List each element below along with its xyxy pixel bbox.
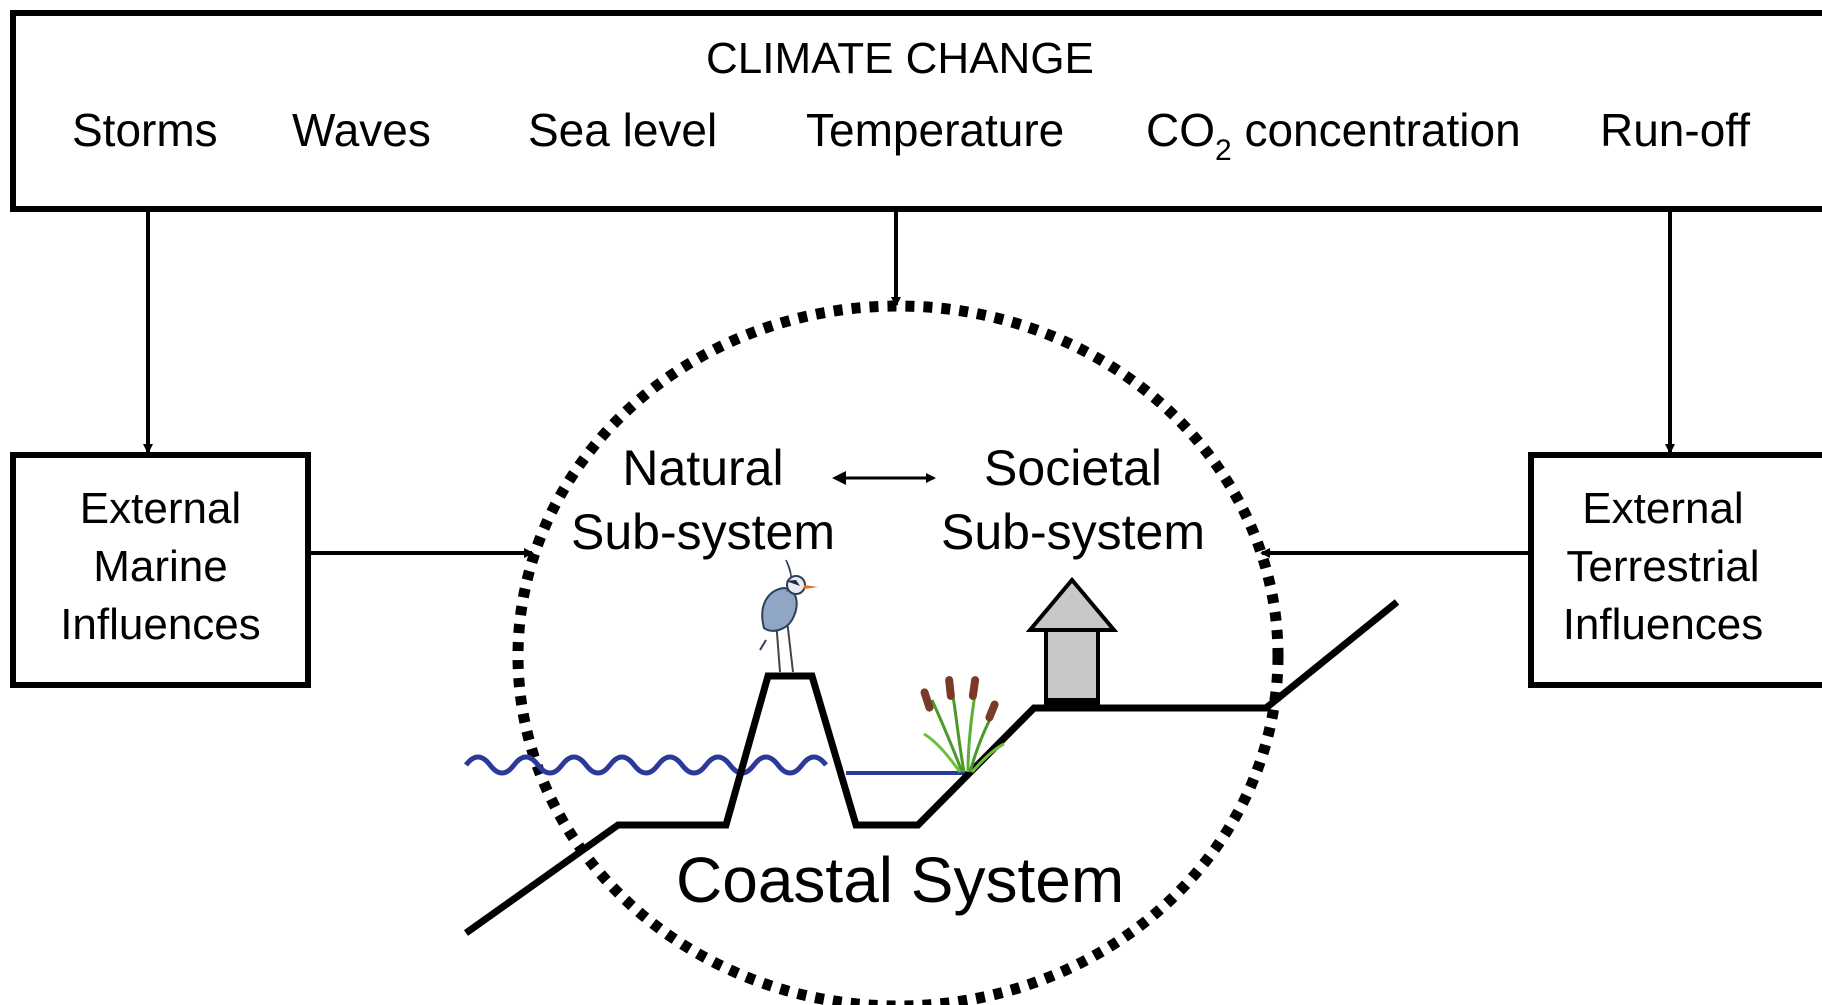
societal-subsystem-label: Societal Sub-system [928, 436, 1218, 564]
house-icon [1025, 576, 1119, 708]
factor-run-off: Run-off [1600, 104, 1751, 156]
co2-co: CO [1146, 104, 1215, 156]
reeds-icon [920, 676, 1005, 773]
factor-co2-concentration: CO2 concentration [1146, 104, 1521, 166]
co2-rest: concentration [1231, 104, 1521, 156]
terrestrial-line-3: Influences [1562, 600, 1764, 649]
climate-change-title: CLIMATE CHANGE [706, 34, 1094, 83]
factor-waves: Waves [292, 104, 431, 156]
water-wave [464, 754, 828, 776]
arrow-natural-societal-left-head [832, 471, 846, 485]
factor-sea-level: Sea level [528, 104, 718, 156]
marine-line-1: External [79, 484, 242, 533]
societal-line-1: Societal [984, 440, 1162, 496]
marine-line-2: Marine [93, 542, 228, 591]
external-marine-box: External Marine Influences [10, 452, 311, 688]
natural-subsystem-label: Natural Sub-system [560, 436, 846, 564]
terrestrial-line-2: Terrestrial [1566, 542, 1760, 591]
factor-storms: Storms [72, 104, 218, 156]
coastal-system-boundary [512, 300, 1284, 1005]
coastal-system-label: Coastal System [676, 844, 1125, 916]
natural-line-1: Natural [622, 440, 784, 496]
heron-icon [759, 559, 818, 673]
marine-line-3: Influences [60, 600, 261, 649]
factor-temperature: Temperature [806, 104, 1065, 156]
climate-change-box [10, 10, 1822, 212]
societal-line-2: Sub-system [941, 504, 1205, 560]
coast-profile [463, 599, 1400, 936]
terrestrial-line-1: External [1582, 484, 1744, 533]
external-terrestrial-box: External Terrestrial Influences [1528, 452, 1822, 688]
natural-line-2: Sub-system [571, 504, 835, 560]
co2-subscript: 2 [1215, 134, 1232, 167]
